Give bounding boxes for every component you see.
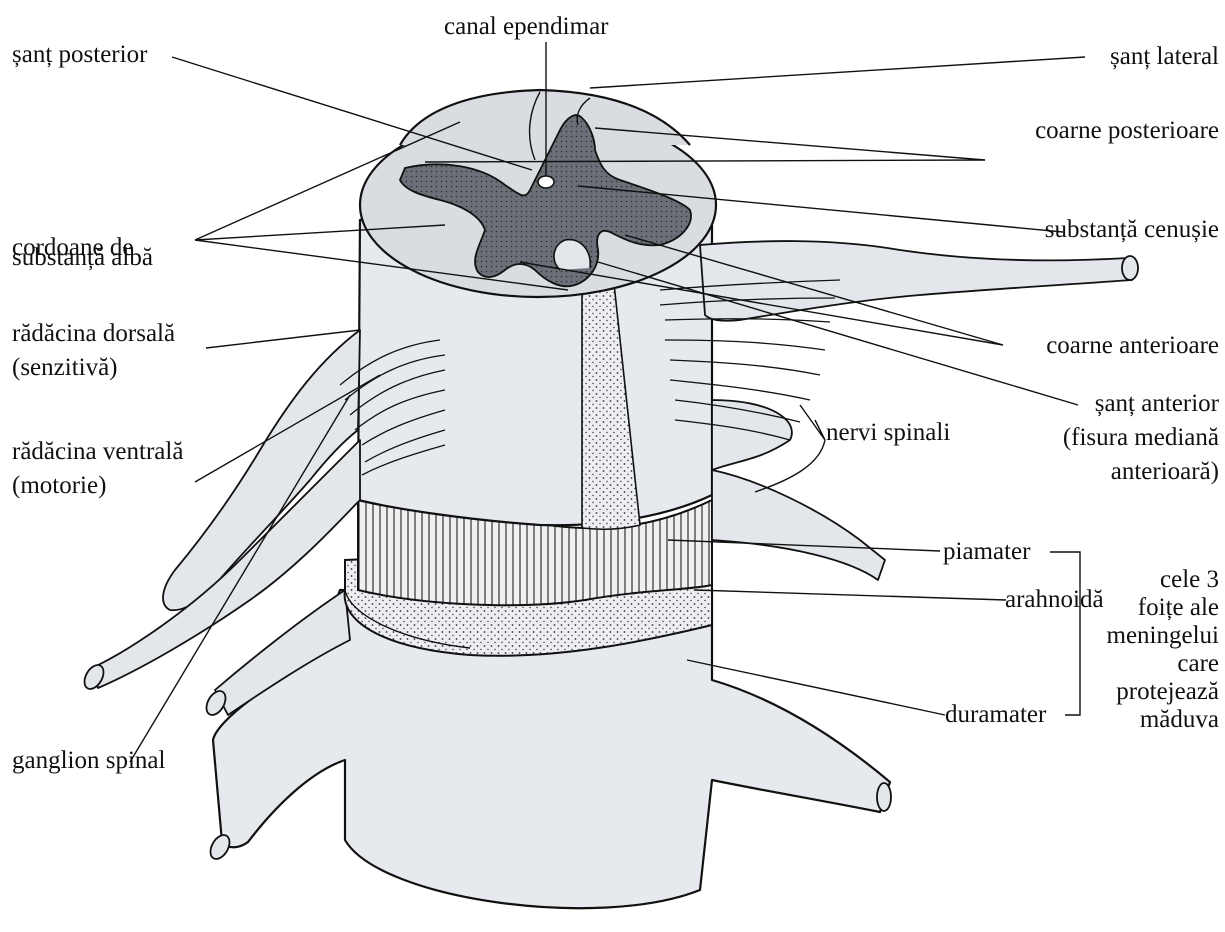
label-cordoane-line2: substanță albă <box>12 243 153 272</box>
central-canal <box>538 176 554 188</box>
label-canal-ependimar: canal ependimar <box>444 12 609 41</box>
label-arahnoida: arahnoidă <box>1005 585 1104 614</box>
label-sant-anterior-line3: anterioară) <box>1111 457 1219 486</box>
right-nerve-roots <box>660 241 1138 580</box>
label-substanta-cenusie: substanță cenușie <box>1045 215 1219 244</box>
label-meninges-line2: foițe ale <box>1138 593 1219 622</box>
label-sant-posterior: șanț posterior <box>12 40 147 69</box>
label-coarne-anterioare: coarne anterioare <box>1046 331 1219 360</box>
label-radacina-ventrala-line2: (motorie) <box>12 471 106 500</box>
label-meninges-line1: cele 3 <box>1160 565 1219 594</box>
label-duramater: duramater <box>945 700 1046 729</box>
label-meninges-line4: care <box>1177 649 1219 678</box>
label-meninges-line6: măduva <box>1140 705 1219 734</box>
label-sant-anterior-line1: șanț anterior <box>1095 389 1219 418</box>
label-radacina-dorsala-line1: rădăcina dorsală <box>12 319 175 348</box>
label-meninges-line5: protejează <box>1116 677 1219 706</box>
label-coarne-posterioare: coarne posterioare <box>1035 116 1219 145</box>
label-ganglion-spinal: ganglion spinal <box>12 746 165 775</box>
label-radacina-ventrala-line1: rădăcina ventrală <box>12 437 183 466</box>
label-radacina-dorsala-line2: (senzitivă) <box>12 353 118 382</box>
label-meninges-line3: meningelui <box>1107 621 1219 650</box>
label-nervi-spinali: nervi spinali <box>826 418 950 447</box>
label-piamater: piamater <box>943 537 1030 566</box>
label-sant-lateral: șanț lateral <box>1110 42 1219 71</box>
label-sant-anterior-line2: (fisura mediană <box>1063 423 1219 452</box>
